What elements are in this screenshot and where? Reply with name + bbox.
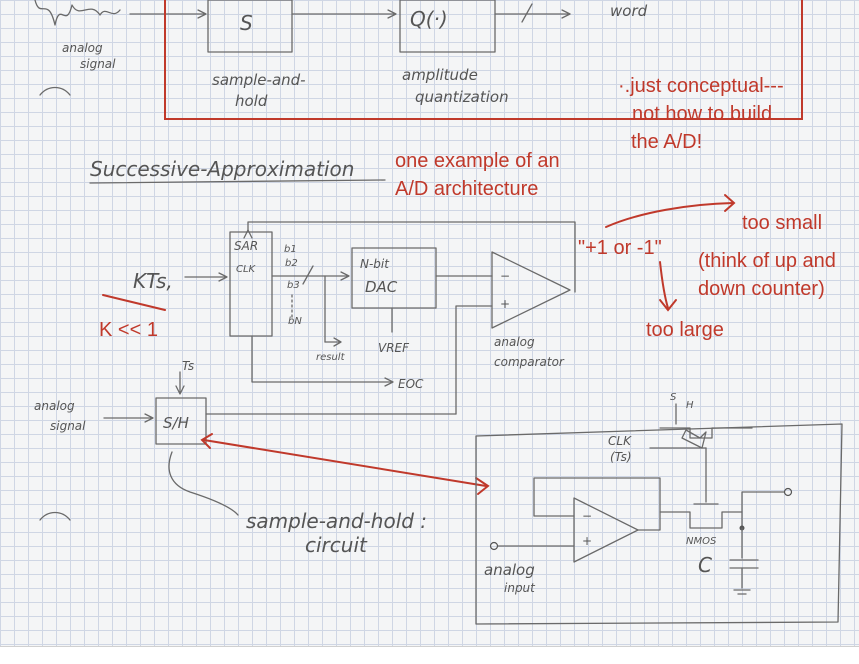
k-condition: K << 1 [99, 319, 158, 341]
output-terminal [785, 489, 792, 496]
link-arrow [204, 440, 486, 486]
ts-label: Ts [182, 359, 194, 373]
op-amp-plus: + [582, 534, 592, 548]
nbit-label: N-bit [360, 257, 390, 271]
sample-hold-label-2: hold [235, 92, 268, 110]
binder-hole-2 [40, 513, 70, 521]
circuit-clk-label: CLK [608, 434, 632, 448]
conceptual-note-1: ·.just conceptual--- [618, 75, 784, 97]
comparator [492, 252, 570, 328]
comp-minus: − [500, 269, 510, 283]
plus-minus-label: "+1 or -1" [578, 237, 662, 259]
think-note-2: down counter) [698, 278, 825, 300]
sample-hold-label: sample-and- [212, 71, 306, 89]
bit-b1: b1 [284, 244, 297, 255]
kts-label: KTs, [133, 269, 173, 293]
op-amp-feedback [534, 478, 660, 530]
example-note-2: A/D architecture [395, 178, 538, 200]
comp-plus-input [456, 306, 492, 414]
sh-analog-label: analog [34, 399, 75, 413]
op-amp [574, 498, 638, 562]
dac-label: DAC [365, 278, 398, 296]
result-label: result [316, 352, 346, 363]
amp-quant-label-2: quantization [415, 88, 509, 106]
too-small-label: too small [742, 212, 822, 234]
think-note-1: (think of up and [698, 250, 836, 272]
sar-clk-label: CLK [236, 264, 257, 275]
circuit-h-label: H [686, 400, 694, 411]
sh-circuit-label: sample-and-hold : [246, 509, 427, 533]
sh-circuit-label-2: circuit [305, 533, 368, 557]
analog-input-terminal [491, 543, 498, 550]
page-bottom-edge [0, 646, 859, 664]
sar-title: Successive-Approximation [90, 157, 354, 181]
circuit-s-label: S [670, 392, 677, 403]
analog-waveform [35, 0, 120, 25]
eoc-label: EOC [398, 377, 424, 391]
top-block-diagram: S Q(·) word analog signal sample-and- ho… [35, 0, 648, 110]
sh-callout-curve [169, 452, 238, 515]
bit-b3: b3 [287, 280, 300, 291]
s-block-label: S [240, 11, 253, 35]
sh-diagram: Ts analog signal S/H sample-and-hold : c… [34, 359, 456, 557]
analog-input-label-2: input [504, 581, 536, 595]
arrow-too-small [606, 203, 733, 227]
bit-b2: b2 [285, 258, 298, 269]
amp-quant-label: amplitude [402, 66, 478, 84]
analog-input-label: analog [484, 561, 535, 579]
binder-hole-1 [40, 88, 70, 96]
sar-label: SAR [234, 239, 258, 253]
green-pointer-icon [682, 430, 706, 448]
analog-signal-label-2: signal [80, 57, 116, 71]
comparator-label-2: comparator [494, 355, 565, 369]
analog-signal-label: analog [62, 41, 103, 55]
op-amp-minus: − [582, 509, 592, 523]
example-note-1: one example of an [395, 150, 560, 172]
comparator-label: analog [494, 335, 535, 349]
too-large-label: too large [646, 319, 724, 341]
strike-through [103, 295, 165, 310]
conceptual-note-2: not how to build [632, 103, 772, 125]
sh-circuit: S H CLK (Ts) NMOS C − + analog input [476, 392, 842, 624]
vref-label: VREF [378, 341, 410, 355]
sh-analog-label-2: signal [50, 419, 86, 433]
nmos-channel [660, 512, 742, 528]
q-block-label: Q(·) [410, 7, 448, 31]
bit-bn: bN [288, 316, 302, 327]
sh-block-label: S/H [163, 414, 189, 432]
circuit-clk-ts: (Ts) [610, 450, 632, 464]
word-label: word [610, 2, 648, 20]
conceptual-note-3: the A/D! [631, 131, 702, 153]
comp-plus: + [500, 297, 510, 311]
capacitor-label: C [698, 553, 712, 577]
nmos-label: NMOS [686, 536, 717, 547]
